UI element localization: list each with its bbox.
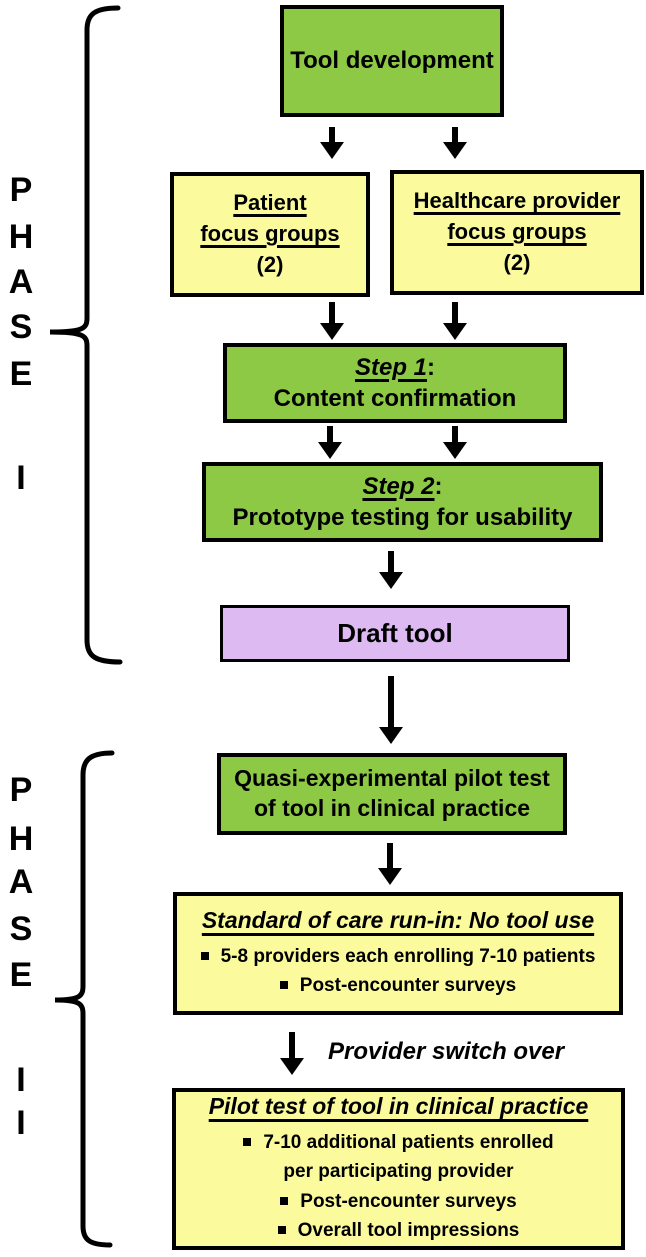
arrow-tooldev-to-patient bbox=[319, 127, 345, 159]
quasi-pilot-box: Quasi-experimental pilot test of tool in… bbox=[217, 753, 567, 835]
tool-development-box: Tool development bbox=[280, 5, 504, 117]
phase2-letter-p: P bbox=[9, 771, 33, 809]
pilot-test-box: Pilot test of tool in clinical practice … bbox=[172, 1088, 625, 1250]
step1-text: Content confirmation bbox=[273, 385, 517, 412]
patient-focus-line1: Patient bbox=[233, 190, 307, 216]
step1-label: Step 1 bbox=[354, 353, 428, 381]
phase2-letter-s: S bbox=[9, 910, 33, 948]
step1-colon: : bbox=[427, 353, 436, 381]
phase1-numeral-i: I bbox=[16, 459, 26, 497]
phase1-letter-p: P bbox=[9, 171, 33, 209]
draft-tool-label: Draft tool bbox=[337, 617, 453, 648]
arrow-standard-to-pilot bbox=[279, 1032, 305, 1075]
provider-focus-groups-box: Healthcare provider focus groups (2) bbox=[390, 170, 644, 295]
step2-text: Prototype testing for usability bbox=[232, 504, 573, 531]
step2-label: Step 2 bbox=[362, 472, 435, 500]
bullet-square-icon bbox=[280, 1196, 289, 1205]
step2-colon: : bbox=[434, 472, 443, 500]
phase1-letter-a: A bbox=[8, 263, 34, 301]
pilot-test-title: Pilot test of tool in clinical practice bbox=[208, 1092, 589, 1119]
arrow-provider-to-step1 bbox=[442, 302, 468, 340]
provider-focus-line2: focus groups bbox=[447, 219, 587, 245]
phase2-numeral-i1: I bbox=[16, 1061, 26, 1099]
phase1-letter-h: H bbox=[8, 218, 34, 256]
standard-care-bullet-1: 5-8 providers each enrolling 7-10 patien… bbox=[200, 942, 596, 971]
bullet-square-icon bbox=[200, 951, 209, 960]
pilot-test-bullet-2-text: Post-encounter surveys bbox=[300, 1190, 517, 1212]
arrow-draft-to-quasi bbox=[378, 676, 404, 744]
step2-box: Step 2: Prototype testing for usability bbox=[202, 462, 603, 542]
phase2-numeral-i2: I bbox=[16, 1104, 26, 1142]
step1-heading: Step 1: bbox=[355, 352, 435, 383]
provider-focus-count: (2) bbox=[503, 249, 531, 275]
pilot-test-bullet-3-text: Overall tool impressions bbox=[297, 1219, 520, 1241]
bullet-square-icon bbox=[243, 1137, 252, 1146]
standard-care-title: Standard of care run-in: No tool use bbox=[201, 906, 595, 933]
standard-care-box: Standard of care run-in: No tool use 5-8… bbox=[173, 892, 623, 1015]
step2-heading: Step 2: bbox=[362, 471, 442, 502]
arrow-step1-to-step2-left bbox=[317, 426, 343, 459]
draft-tool-box: Draft tool bbox=[220, 605, 570, 662]
pilot-test-bullet-3: Overall tool impressions bbox=[277, 1216, 520, 1245]
provider-focus-line1: Healthcare provider bbox=[413, 188, 621, 214]
standard-care-bullet-2-text: Post-encounter surveys bbox=[299, 975, 517, 996]
provider-switch-note: Provider switch over bbox=[328, 1038, 565, 1065]
phase1-letter-s: S bbox=[9, 308, 33, 346]
standard-care-bullet-2: Post-encounter surveys bbox=[279, 971, 517, 1000]
arrow-patient-to-step1 bbox=[319, 302, 345, 340]
patient-focus-line2: focus groups bbox=[200, 221, 340, 247]
phase2-letter-a: A bbox=[8, 863, 34, 901]
arrow-step1-to-step2-right bbox=[442, 426, 468, 459]
pilot-test-bullet-1-continuation: per participating provider bbox=[283, 1161, 514, 1183]
phase2-letter-e: E bbox=[9, 956, 33, 994]
quasi-pilot-line1: Quasi-experimental pilot test bbox=[234, 765, 550, 792]
step1-box: Step 1: Content confirmation bbox=[223, 343, 567, 423]
patient-focus-groups-box: Patient focus groups (2) bbox=[170, 172, 370, 297]
bullet-square-icon bbox=[277, 1225, 286, 1234]
pilot-test-bullet-1-text: 7-10 additional patients enrolled bbox=[263, 1131, 554, 1153]
phase2-letter-h: H bbox=[8, 820, 34, 858]
quasi-pilot-line2: of tool in clinical practice bbox=[253, 795, 531, 821]
pilot-test-bullet-2: Post-encounter surveys bbox=[280, 1187, 517, 1216]
bullet-square-icon bbox=[279, 981, 288, 989]
standard-care-bullet-1-text: 5-8 providers each enrolling 7-10 patien… bbox=[220, 945, 596, 967]
arrow-tooldev-to-provider bbox=[442, 127, 468, 159]
arrow-quasi-to-standard bbox=[377, 843, 403, 885]
arrow-step2-to-draft bbox=[378, 551, 404, 589]
phase1-letter-e: E bbox=[9, 355, 33, 393]
pilot-test-bullet-1: 7-10 additional patients enrolled bbox=[243, 1128, 554, 1157]
patient-focus-count: (2) bbox=[256, 251, 284, 277]
tool-development-label: Tool development bbox=[290, 47, 494, 75]
